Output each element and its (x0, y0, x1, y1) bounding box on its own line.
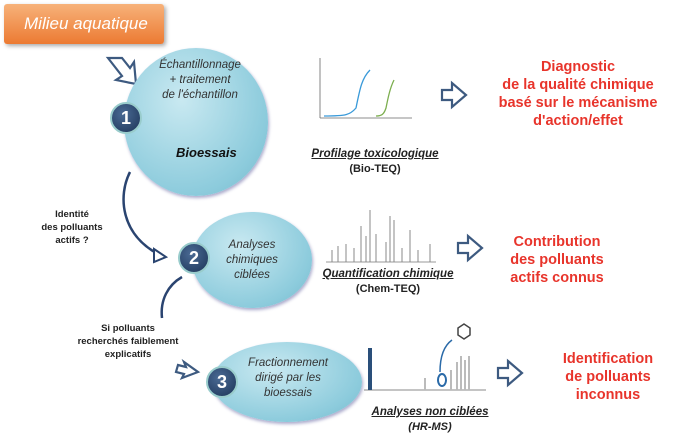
dose-response-chart (319, 58, 412, 119)
line: des polluants (41, 222, 103, 233)
line: dirigé par les (255, 372, 321, 384)
step-badge-3: 3 (206, 366, 238, 398)
line: Diagnostic (540, 59, 616, 75)
line: inconnus (575, 387, 641, 403)
caption-analyses-non-ciblees: Analyses non ciblées (371, 406, 489, 418)
line: basé sur le mécanisme (498, 95, 658, 111)
step-2-ellipse (192, 212, 312, 308)
result-2: Contribution des polluants actifs connus (492, 233, 622, 287)
line: recherchés faiblement (77, 336, 179, 347)
bioessais-label: Bioessais (176, 145, 237, 160)
caption-quantification: Quantification chimique (322, 268, 454, 280)
caption-hr-ms: (HR-MS) (408, 421, 452, 433)
fraction-chart (364, 323, 486, 391)
step-badge-1: 1 (110, 102, 142, 134)
step-1-text: Échantillonnage + traitement de l'échant… (144, 58, 256, 103)
line: des polluants (510, 252, 604, 268)
curved-arrow (160, 275, 183, 319)
caption-bio-teq: (Bio-TEQ) (349, 163, 401, 175)
hollow-arrow-icon (174, 358, 201, 381)
milieu-aquatique-box: Milieu aquatique (4, 4, 164, 44)
hollow-arrow-icon (440, 80, 468, 110)
hollow-arrow-icon (456, 233, 484, 263)
step-1-ellipse (124, 48, 268, 196)
step-badge-2: 2 (178, 242, 210, 274)
line: Fractionnement (248, 357, 328, 369)
step-2-text: Analyses chimiques ciblées (200, 238, 304, 283)
curved-arrow (122, 171, 161, 257)
line: Analyses (228, 239, 276, 251)
hollow-arrow-icon (105, 56, 138, 86)
line: bioessais (264, 387, 312, 399)
line: actifs ? (55, 235, 89, 246)
line: de l'échantillon (162, 89, 238, 101)
line: actifs connus (510, 270, 604, 286)
line: Contribution (513, 234, 601, 250)
line: explicatifs (104, 349, 152, 360)
line: de la qualité chimique (502, 77, 654, 93)
caption-chem-teq: (Chem-TEQ) (355, 283, 421, 295)
hollow-arrow-icon (496, 358, 524, 388)
line: Échantillonnage (159, 59, 241, 71)
line: + traitement (169, 74, 231, 86)
line: Si polluants (101, 323, 155, 334)
line: chimiques (226, 254, 278, 266)
step-3-text: Fractionnement dirigé par les bioessais (230, 356, 346, 401)
question-identite: Identité des polluants actifs ? (28, 208, 116, 247)
condition-si-polluants: Si polluants recherchés faiblement expli… (68, 322, 188, 361)
molecule-icon (457, 323, 471, 340)
line: ciblées (234, 269, 270, 281)
result-1: Diagnostic de la qualité chimique basé s… (488, 58, 668, 130)
caption-profilage: Profilage toxicologique (311, 148, 439, 160)
arrow-head-icon (153, 247, 169, 264)
line: Identification (562, 351, 654, 367)
chromatogram (326, 210, 436, 263)
line: Identité (55, 209, 89, 220)
result-3: Identification de polluants inconnus (548, 350, 668, 404)
line: d'action/effet (533, 113, 623, 129)
line: de polluants (565, 369, 651, 385)
